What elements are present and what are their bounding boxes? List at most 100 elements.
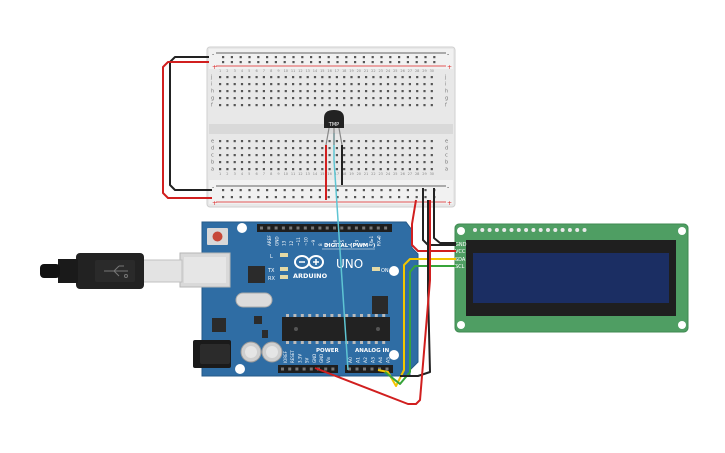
rail-hole[interactable] — [433, 56, 436, 59]
breadboard-hole[interactable] — [262, 147, 265, 150]
breadboard-hole[interactable] — [394, 161, 397, 164]
breadboard-hole[interactable] — [321, 76, 324, 79]
rail-hole[interactable] — [336, 196, 339, 199]
breadboard-hole[interactable] — [306, 140, 309, 143]
breadboard-hole[interactable] — [226, 161, 229, 164]
breadboard-hole[interactable] — [423, 154, 426, 157]
breadboard-hole[interactable] — [240, 97, 244, 100]
rail-hole[interactable] — [230, 196, 233, 199]
rail-hole[interactable] — [424, 56, 427, 59]
breadboard-hole[interactable] — [313, 147, 317, 150]
breadboard-hole[interactable] — [357, 154, 360, 157]
rail-hole[interactable] — [239, 189, 242, 192]
rail-hole[interactable] — [239, 196, 242, 199]
rail-hole[interactable] — [318, 61, 321, 64]
rail-hole[interactable] — [301, 61, 304, 64]
breadboard-hole[interactable] — [306, 168, 309, 171]
breadboard-hole[interactable] — [416, 161, 419, 164]
breadboard-hole[interactable] — [240, 168, 244, 171]
rail-hole[interactable] — [248, 61, 251, 64]
rail-hole[interactable] — [389, 56, 392, 59]
breadboard-hole[interactable] — [226, 154, 229, 157]
breadboard-hole[interactable] — [240, 76, 244, 79]
breadboard-hole[interactable] — [328, 104, 331, 107]
breadboard-hole[interactable] — [313, 90, 317, 93]
breadboard-hole[interactable] — [262, 140, 265, 143]
breadboard-hole[interactable] — [416, 90, 419, 93]
breadboard-hole[interactable] — [408, 104, 411, 107]
breadboard-hole[interactable] — [240, 90, 244, 93]
breadboard-hole[interactable] — [365, 90, 368, 93]
rail-hole[interactable] — [415, 196, 418, 199]
breadboard-hole[interactable] — [321, 140, 324, 143]
rail-hole[interactable] — [406, 56, 409, 59]
breadboard-hole[interactable] — [350, 168, 353, 171]
rail-hole[interactable] — [266, 196, 269, 199]
breadboard-hole[interactable] — [408, 154, 411, 157]
breadboard-hole[interactable] — [357, 161, 360, 164]
analog-header[interactable] — [345, 365, 393, 373]
rail-hole[interactable] — [257, 196, 260, 199]
rail-hole[interactable] — [327, 56, 330, 59]
breadboard-hole[interactable] — [372, 140, 375, 143]
breadboard-hole[interactable] — [408, 97, 411, 100]
breadboard-hole[interactable] — [313, 104, 317, 107]
breadboard-hole[interactable] — [408, 76, 411, 79]
breadboard-hole[interactable] — [430, 90, 433, 93]
breadboard-hole[interactable] — [423, 83, 426, 86]
breadboard-hole[interactable] — [226, 168, 229, 171]
breadboard-hole[interactable] — [394, 76, 397, 79]
rail-hole[interactable] — [406, 189, 409, 192]
rail-hole[interactable] — [318, 196, 321, 199]
breadboard-hole[interactable] — [219, 154, 222, 157]
rail-hole[interactable] — [274, 61, 277, 64]
breadboard-hole[interactable] — [284, 83, 287, 86]
breadboard-hole[interactable] — [321, 90, 324, 93]
breadboard-hole[interactable] — [277, 90, 280, 93]
breadboard-hole[interactable] — [219, 161, 222, 164]
breadboard-hole[interactable] — [226, 104, 229, 107]
rail-hole[interactable] — [398, 189, 401, 192]
breadboard-hole[interactable] — [262, 76, 265, 79]
breadboard-hole[interactable] — [379, 83, 382, 86]
breadboard-hole[interactable] — [357, 147, 360, 150]
breadboard-hole[interactable] — [299, 90, 302, 93]
rail-hole[interactable] — [345, 189, 348, 192]
breadboard-hole[interactable] — [306, 83, 309, 86]
breadboard-hole[interactable] — [379, 147, 382, 150]
breadboard-hole[interactable] — [350, 97, 353, 100]
breadboard-hole[interactable] — [408, 161, 411, 164]
breadboard-hole[interactable] — [365, 168, 368, 171]
rail-hole[interactable] — [380, 61, 383, 64]
breadboard-hole[interactable] — [357, 104, 360, 107]
breadboard-hole[interactable] — [372, 168, 375, 171]
rail-hole[interactable] — [354, 61, 357, 64]
breadboard-hole[interactable] — [372, 161, 375, 164]
breadboard-hole[interactable] — [321, 168, 324, 171]
breadboard-hole[interactable] — [430, 168, 433, 171]
breadboard-hole[interactable] — [233, 161, 236, 164]
rail-hole[interactable] — [398, 56, 401, 59]
breadboard-hole[interactable] — [430, 76, 433, 79]
breadboard-hole[interactable] — [255, 76, 258, 79]
breadboard-hole[interactable] — [408, 147, 411, 150]
breadboard-hole[interactable] — [408, 168, 411, 171]
arduino-uno-board[interactable]: L TX RX ON ARDUINO UNO DIGITAL (PWM~) PO… — [179, 221, 419, 377]
wire-black-lcd-gnd[interactable] — [422, 188, 456, 246]
rail-hole[interactable] — [318, 189, 321, 192]
rail-hole[interactable] — [292, 56, 295, 59]
rail-hole[interactable] — [380, 56, 383, 59]
rail-hole[interactable] — [274, 189, 277, 192]
breadboard-hole[interactable] — [299, 76, 302, 79]
breadboard-hole[interactable] — [233, 90, 236, 93]
breadboard-hole[interactable] — [321, 83, 324, 86]
breadboard-hole[interactable] — [219, 147, 222, 150]
breadboard-hole[interactable] — [423, 161, 426, 164]
rail-hole[interactable] — [230, 56, 233, 59]
breadboard-hole[interactable] — [365, 140, 368, 143]
breadboard-hole[interactable] — [372, 154, 375, 157]
breadboard-hole[interactable] — [262, 83, 265, 86]
rail-hole[interactable] — [362, 56, 365, 59]
breadboard-hole[interactable] — [357, 140, 360, 143]
breadboard-hole[interactable] — [226, 147, 229, 150]
